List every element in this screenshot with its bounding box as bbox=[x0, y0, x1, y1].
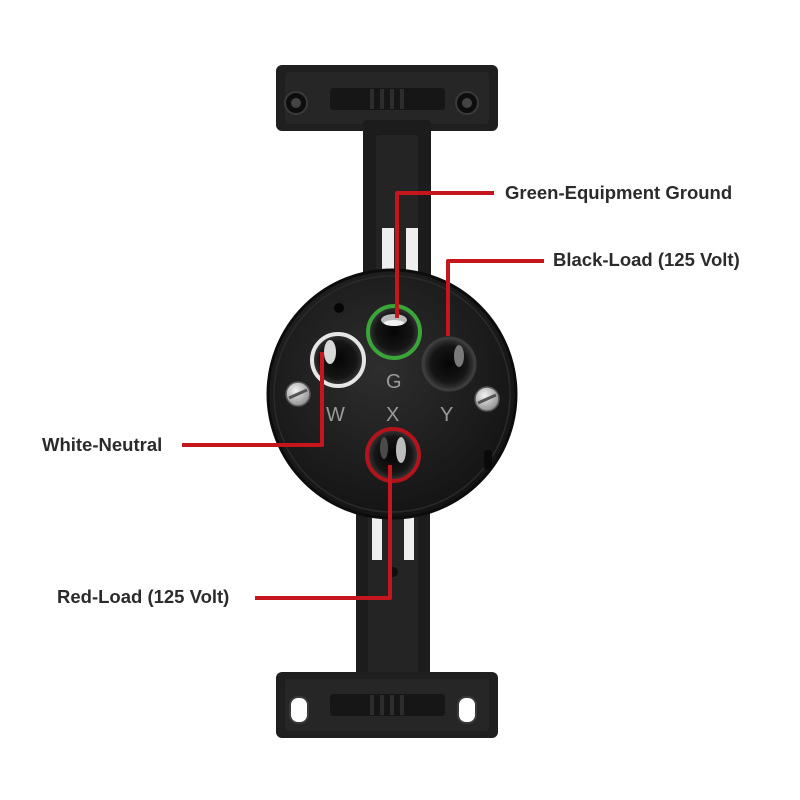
receptacle-body bbox=[266, 268, 518, 520]
leader-line-red bbox=[255, 465, 392, 600]
bottom-mounting-bracket bbox=[276, 490, 498, 738]
terminal-letter-x: X bbox=[386, 404, 399, 426]
white-neutral-terminal bbox=[310, 332, 366, 388]
leader-line-ground bbox=[395, 191, 494, 318]
white-neutral-label: White-Neutral bbox=[42, 434, 163, 455]
green-ground-label: Green-Equipment Ground bbox=[505, 182, 733, 203]
black-load-terminal bbox=[421, 336, 477, 392]
red-load-label: Red-Load (125 Volt) bbox=[57, 586, 230, 607]
black-load-label: Black-Load (125 Volt) bbox=[553, 249, 740, 270]
top-mounting-bracket bbox=[276, 65, 498, 298]
mounting-screw-icon bbox=[285, 381, 311, 407]
terminal-letter-y: Y bbox=[440, 404, 453, 426]
leader-line-white bbox=[182, 352, 324, 447]
mounting-screw-icon bbox=[474, 386, 500, 412]
leader-line-black bbox=[446, 259, 544, 336]
red-load-terminal bbox=[365, 427, 421, 483]
terminal-letter-g: G bbox=[386, 371, 402, 393]
terminal-letter-w: W bbox=[326, 404, 345, 426]
ground-terminal bbox=[366, 304, 422, 360]
